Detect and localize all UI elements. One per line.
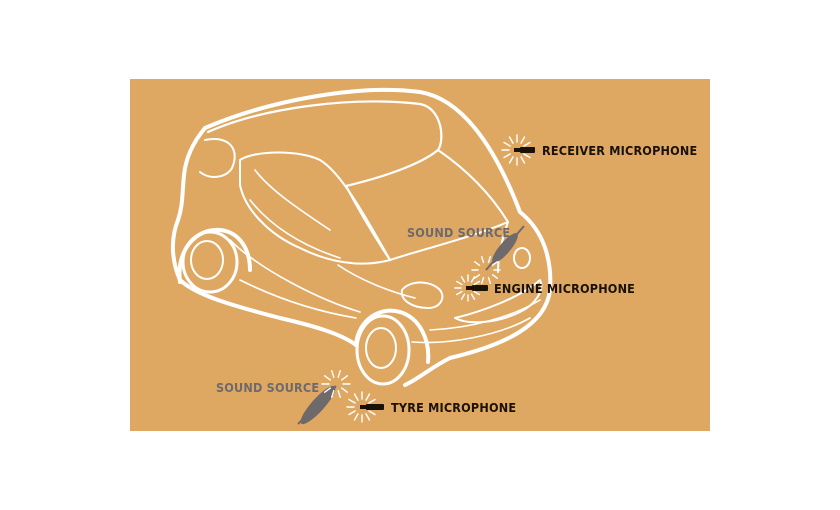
burst-ray [491,261,498,266]
burst-ray [456,280,463,286]
burst-ray [481,256,485,264]
burst-ray [341,375,348,381]
sound-burst-icon [321,370,351,398]
diagram-background [130,79,710,431]
burst-ray [337,390,341,398]
sound-source-icon [485,225,525,271]
burst-ray [348,410,356,416]
burst-ray [503,153,511,159]
burst-ray [331,390,335,398]
sound-burst-icon [346,391,376,423]
burst-ray [474,261,481,266]
receiver-microphone-label: RECEIVER MICROPHONE [542,143,698,158]
burst-ray [470,293,476,300]
car-outline-icon [171,87,553,387]
burst-ray [368,410,376,416]
burst-ray [368,398,376,404]
burst-ray [508,136,514,144]
microphone-icon [466,285,488,291]
microphone-icon [360,404,384,410]
burst-ray [523,153,531,159]
burst-ray [491,274,498,279]
burst-ray [324,387,331,393]
burst-ray [520,156,526,164]
tyre-sound-source-label: SOUND SOURCE [216,380,320,395]
engine-sound-source-label: SOUND SOURCE [407,225,511,240]
sound-source-icon [297,385,337,425]
burst-ray [348,398,356,404]
engine-microphone-label: ENGINE MICROPHONE [494,281,636,296]
burst-ray [473,280,480,286]
burst-ray [487,276,491,284]
sound-burst-icon [471,256,501,284]
burst-ray [520,136,526,144]
burst-ray [481,276,485,284]
burst-ray [460,276,466,283]
burst-ray [337,370,341,378]
burst-ray [353,393,359,401]
burst-ray [456,290,463,296]
burst-ray [503,141,511,147]
microphone-icon [514,147,535,153]
burst-ray [331,370,335,378]
sound-burst-icon [454,274,480,302]
burst-ray [365,393,371,401]
burst-ray [460,293,466,300]
burst-ray [473,290,480,296]
burst-ray [353,413,359,421]
sound-burst-icon [501,134,531,166]
tyre-microphone-label: TYRE MICROPHONE [391,400,517,415]
burst-ray [324,375,331,381]
burst-ray [487,256,491,264]
burst-ray [470,276,476,283]
burst-ray [508,156,514,164]
burst-ray [365,413,371,421]
burst-ray [341,387,348,393]
burst-ray [523,141,531,147]
burst-ray [474,274,481,279]
